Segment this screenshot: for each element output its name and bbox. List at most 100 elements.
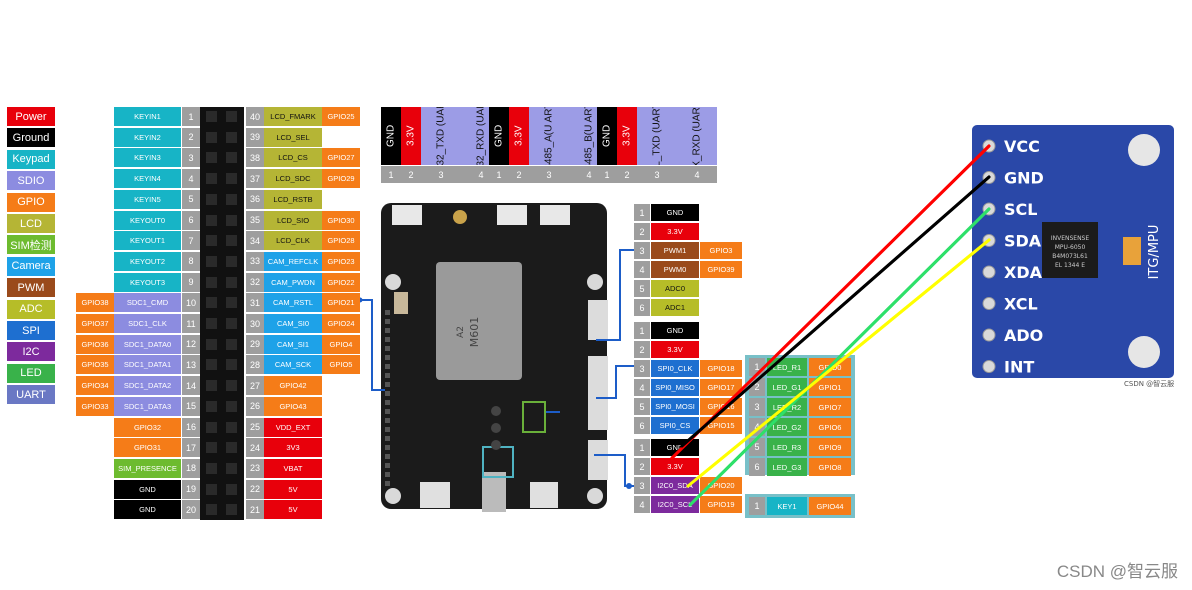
uart-pin-number: 1 [489, 166, 509, 183]
mount-hole [1128, 336, 1160, 368]
pin-number-left: 12 [182, 334, 200, 354]
m601-module [436, 262, 522, 380]
pin-number-right: 31 [246, 293, 264, 313]
board-pin [385, 355, 390, 360]
leader-dot [626, 483, 632, 489]
pin-square [206, 442, 217, 454]
uart-pin-number: 2 [617, 166, 637, 183]
pin-square [226, 421, 237, 433]
capacitor [394, 292, 408, 314]
led-gpio-label: GPIO9 [809, 438, 851, 456]
board-pin [385, 418, 390, 423]
pin-number-right: 40 [246, 107, 264, 126]
pin-square [206, 111, 217, 122]
pin-number-right: 25 [246, 417, 264, 437]
header-pin-number: 2 [634, 458, 650, 475]
pin-label-left: GND [114, 479, 181, 499]
pin-number-left: 2 [182, 127, 200, 147]
led-pin-number: 1 [749, 358, 765, 376]
header-pin-label: 3.3V [651, 341, 699, 358]
legend-2: Keypad [7, 149, 55, 169]
mpu-pin-label-int: INT [1004, 358, 1034, 377]
uart-pin-label: TTL_TXD (UART0) [637, 107, 677, 165]
pin-label-left: GND [114, 500, 181, 520]
pin-label-left: SDC1_CMD [114, 293, 181, 313]
pin-square [226, 193, 237, 205]
uart-pin-number: 2 [401, 166, 421, 183]
pin-label-right: LCD_FMARK [264, 107, 322, 126]
led-pin-label: LED_G3 [767, 458, 807, 476]
board-pin [385, 337, 390, 342]
pin-square [226, 131, 237, 143]
pin-square [206, 193, 217, 205]
header-gpio-label: GPIO3 [700, 242, 742, 259]
pin-label-left: KEYIN2 [114, 127, 181, 147]
pin-label-right: LCD_CLK [264, 231, 322, 251]
pin-square [206, 421, 217, 433]
pin-square [206, 276, 217, 288]
led-pin-label: LED_R3 [767, 438, 807, 456]
mpu-pin-label-xcl: XCL [1004, 295, 1038, 314]
board-pin [385, 436, 390, 441]
board-connector [540, 205, 570, 225]
gpio-alt-label-left: GPIO37 [76, 314, 114, 333]
header-pin-label: GND [651, 439, 699, 456]
side-connector [588, 390, 608, 430]
header-pin-number: 3 [634, 242, 650, 259]
pin-label-left: KEYIN3 [114, 148, 181, 168]
uart-pin-label: RS485_A(U ART2) [529, 107, 569, 165]
pin-number-right: 37 [246, 169, 264, 189]
pin-square [206, 131, 217, 143]
mount-hole [385, 274, 401, 290]
key-pin-label: KEY1 [767, 497, 807, 515]
key-pin-number: 1 [749, 497, 765, 515]
header-pin-label: I2C0_SDA [651, 477, 699, 494]
leader-line [596, 249, 634, 341]
pin-number-left: 4 [182, 169, 200, 189]
pin-square [226, 462, 237, 474]
gpio-alt-label-right: GPIO28 [322, 231, 360, 251]
pin-label-left: SDC1_DATA2 [114, 376, 181, 396]
pin-number-left: 18 [182, 458, 200, 478]
board-pin [385, 409, 390, 414]
header-pin-number: 4 [634, 261, 650, 278]
pin-number-right: 29 [246, 334, 264, 354]
gpio-alt-label-right: GPIO30 [322, 210, 360, 230]
mount-hole [385, 488, 401, 504]
side-connector [588, 356, 608, 396]
header-pin-label: PWM0 [651, 261, 699, 278]
legend-9: ADC [7, 299, 55, 319]
header-pin-number: 1 [634, 439, 650, 456]
pin-number-right: 39 [246, 127, 264, 147]
pin-label-left: SDC1_CLK [114, 314, 181, 333]
gpio-alt-label-right: GPIO27 [322, 148, 360, 168]
header-pin-number: 2 [634, 223, 650, 240]
board-pin [385, 373, 390, 378]
pin-square [206, 380, 217, 392]
mpu-chip-text: INVENSENSE [1051, 235, 1090, 242]
board-pin [385, 391, 390, 396]
pin-number-right: 23 [246, 458, 264, 478]
board-pin [385, 454, 390, 459]
pin-number-right: 26 [246, 396, 264, 416]
mpu-pin-pad [982, 297, 996, 310]
board-pin [385, 427, 390, 432]
pin-number-right: 22 [246, 479, 264, 499]
led-highlight [522, 401, 546, 433]
button [491, 423, 501, 433]
uart-pin-number: 1 [381, 166, 401, 183]
gpio-alt-label-right: GPIO5 [322, 355, 360, 375]
pin-number-right: 28 [246, 355, 264, 375]
mpu-pin-label-sda: SDA [1004, 232, 1042, 251]
usb-connector [420, 482, 450, 508]
pin-number-left: 5 [182, 189, 200, 209]
pin-label-right: CAM_SCK [264, 355, 322, 375]
pin-number-left: 9 [182, 272, 200, 292]
uart-pin-number: 1 [597, 166, 617, 183]
gpio-alt-label-right: GPIO24 [322, 314, 360, 333]
pin-square [226, 380, 237, 392]
uart-pin-label: RS232_TXD (UART1) [421, 107, 461, 165]
mount-hole [587, 274, 603, 290]
pin-label-left: SIM_PRESENCE [114, 458, 181, 478]
header-pin-number: 5 [634, 398, 650, 415]
